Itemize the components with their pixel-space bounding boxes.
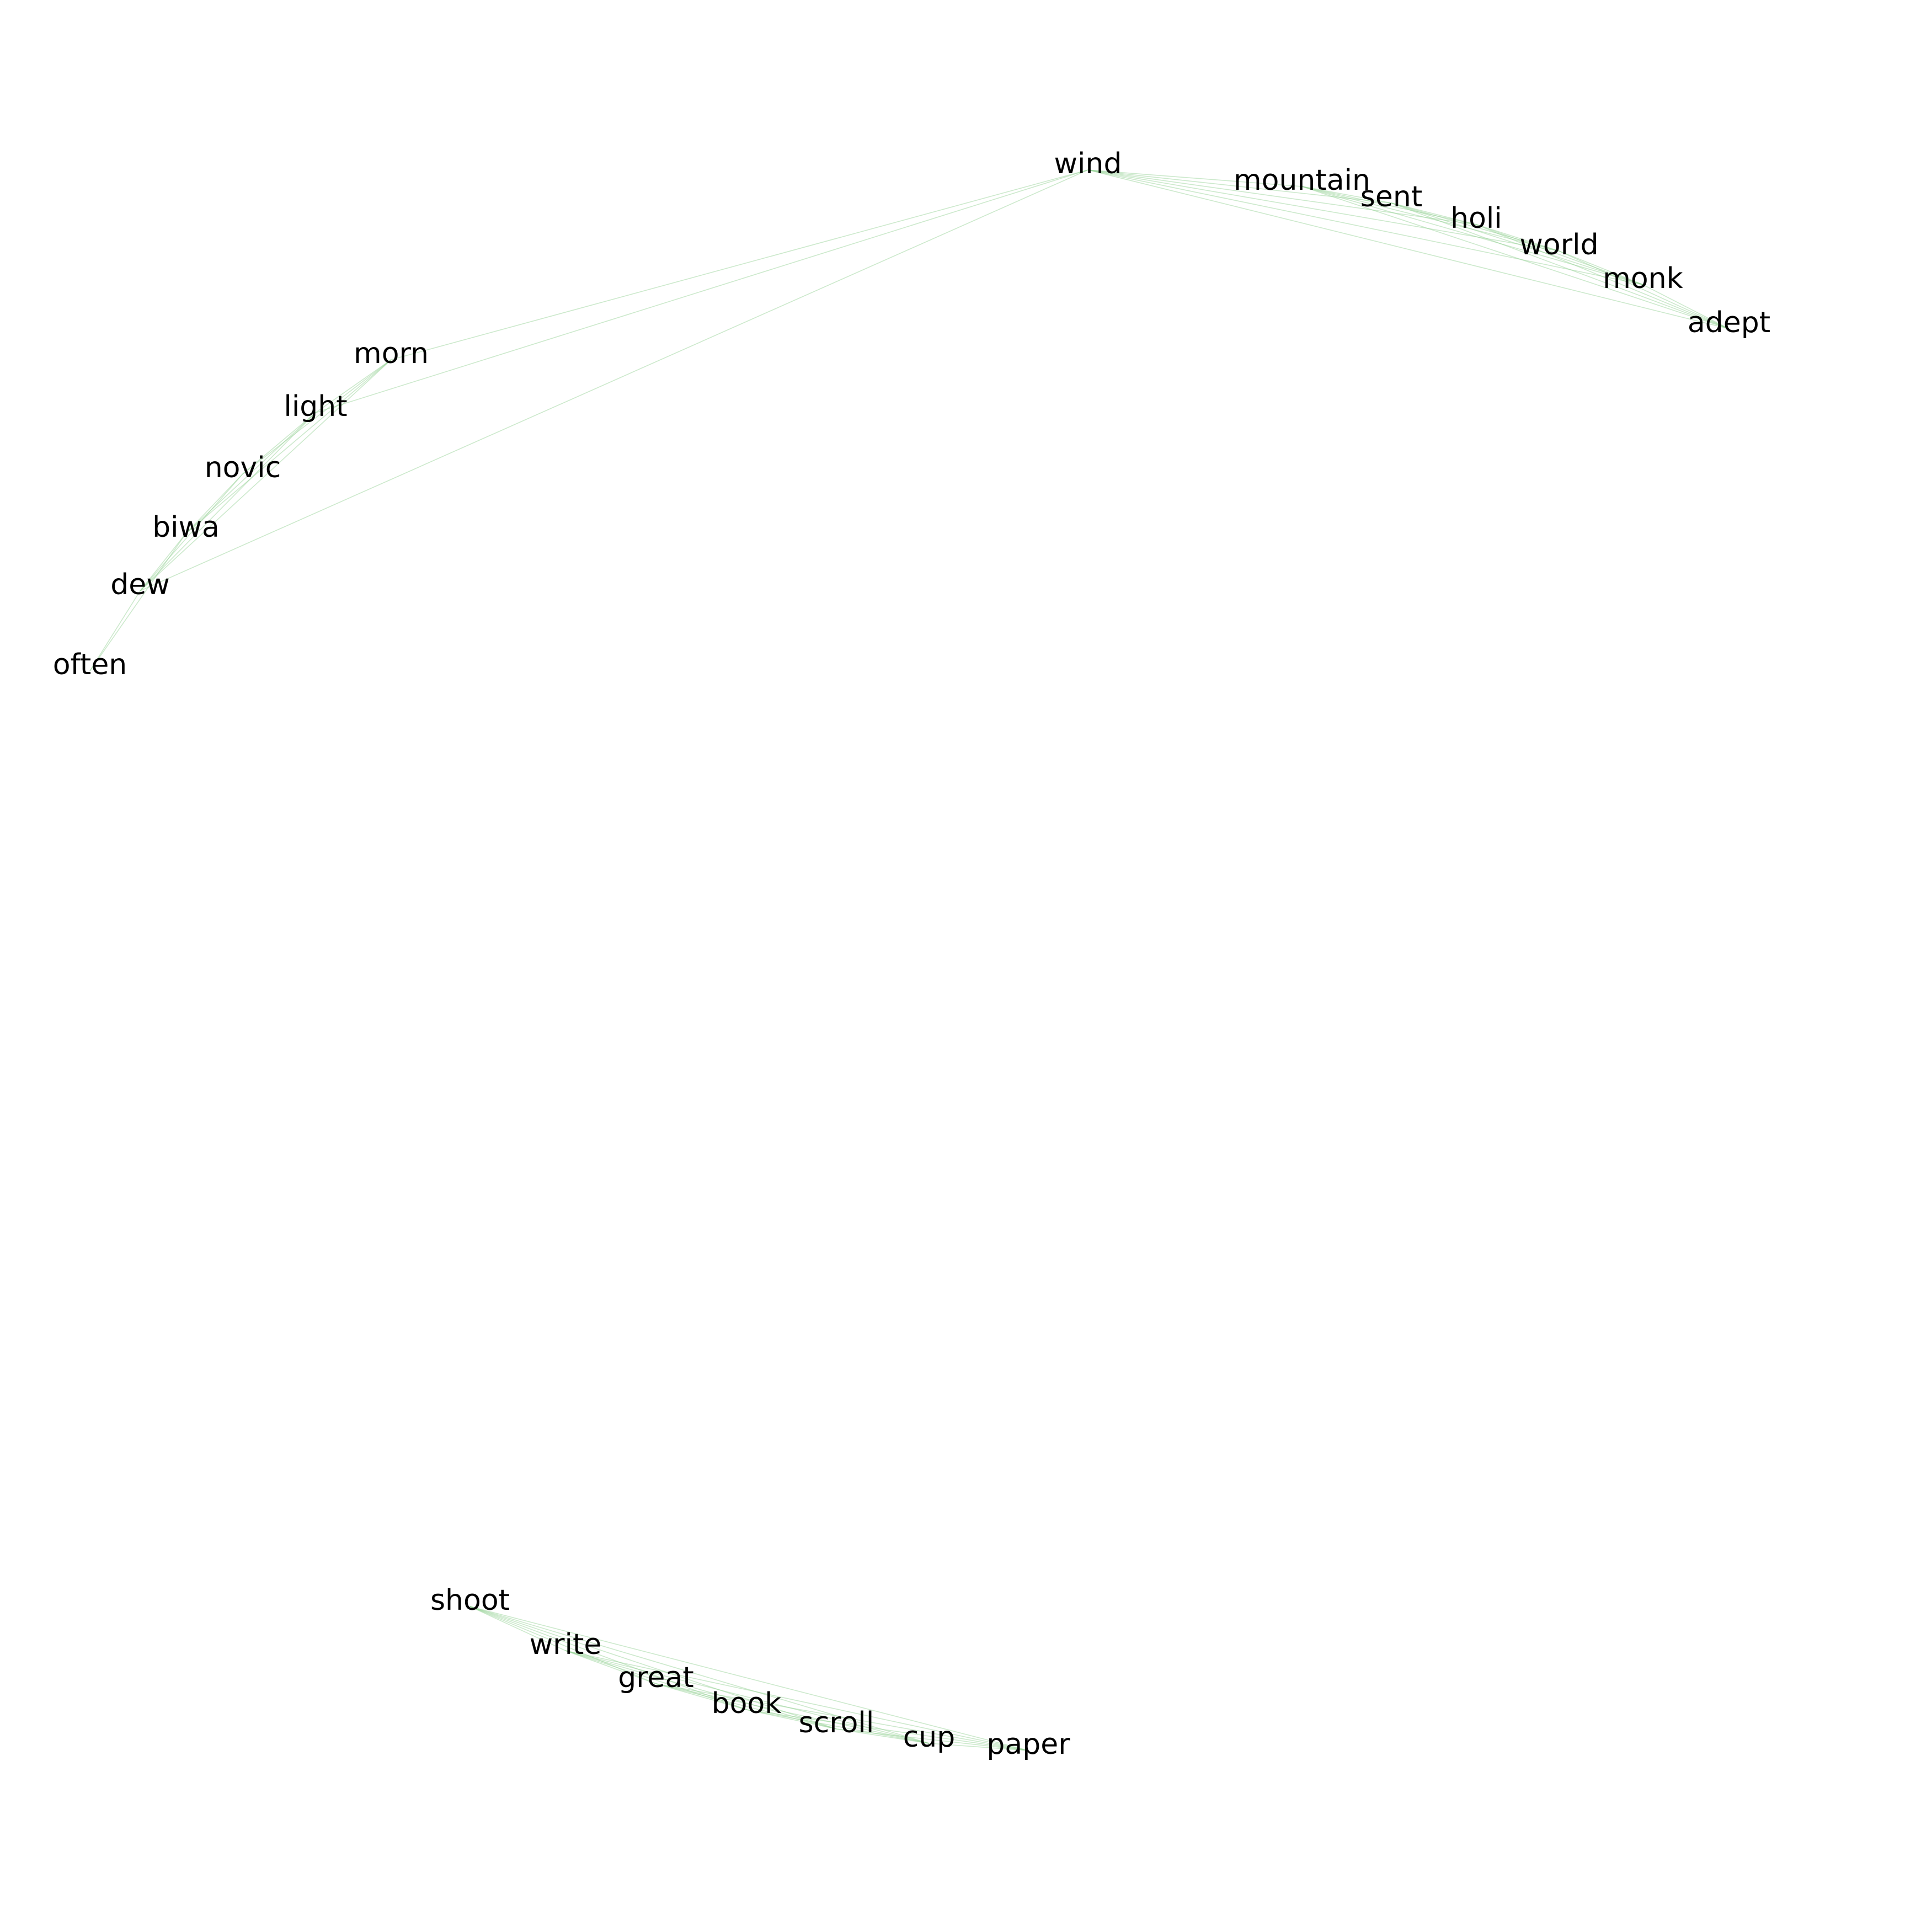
edge-light-biwa — [185, 412, 316, 534]
node-paper: paper — [986, 1728, 1070, 1761]
edge-morn-dew — [140, 359, 392, 591]
edge-great-book — [655, 1683, 747, 1710]
edge-novic-biwa — [185, 473, 243, 534]
edge-write-scroll — [565, 1650, 837, 1730]
node-write: write — [530, 1628, 602, 1661]
edge-great-scroll — [655, 1683, 837, 1730]
edge-holi-monk — [1476, 224, 1643, 285]
node-wind: wind — [1054, 147, 1122, 180]
node-cup: cup — [903, 1721, 956, 1754]
edge-shoot-scroll — [469, 1606, 837, 1730]
edge-write-great — [565, 1650, 657, 1684]
edge-biwa-often — [89, 533, 186, 671]
edge-sent-holi — [1391, 202, 1477, 225]
node-monk: monk — [1603, 262, 1683, 295]
edge-wind-monk — [1087, 169, 1643, 285]
edge-holi-adept — [1476, 224, 1730, 329]
edge-layer — [89, 169, 1730, 1751]
node-holi: holi — [1450, 202, 1502, 235]
edge-morn-novic — [242, 359, 392, 474]
node-mountain: mountain — [1234, 164, 1370, 197]
node-world: world — [1519, 228, 1598, 261]
node-great: great — [618, 1661, 694, 1694]
edge-wind-world — [1087, 169, 1560, 252]
edge-scroll-paper — [836, 1728, 1029, 1751]
edge-shoot-paper — [469, 1606, 1029, 1751]
edge-monk-adept — [1642, 284, 1730, 329]
edge-write-cup — [565, 1650, 930, 1744]
edge-book-scroll — [746, 1709, 837, 1730]
edge-wind-light — [315, 169, 1088, 413]
edge-shoot-book — [469, 1606, 747, 1710]
edge-sent-world — [1391, 202, 1560, 252]
edge-write-paper — [565, 1650, 1029, 1751]
edge-light-novic — [242, 412, 316, 474]
node-layer: wind mountain sent holi world monk adept… — [53, 147, 1770, 1761]
edge-world-adept — [1559, 250, 1730, 329]
edge-mountain-world — [1301, 186, 1560, 252]
edge-wind-morn — [391, 169, 1088, 360]
edge-sent-monk — [1391, 202, 1643, 285]
edge-great-cup — [655, 1683, 930, 1744]
edge-holi-world — [1476, 224, 1560, 252]
edge-sent-adept — [1391, 202, 1730, 329]
edge-scroll-cup — [836, 1728, 930, 1744]
edge-mountain-monk — [1301, 186, 1643, 285]
edge-wind-dew — [140, 169, 1088, 591]
edge-shoot-cup — [469, 1606, 930, 1744]
node-book: book — [712, 1687, 782, 1720]
edge-write-book — [565, 1650, 747, 1710]
edge-world-monk — [1559, 250, 1643, 285]
edge-wind-adept — [1087, 169, 1730, 329]
edge-light-dew — [140, 412, 316, 591]
edge-wind-sent — [1087, 169, 1392, 204]
edge-book-paper — [746, 1709, 1029, 1751]
node-shoot: shoot — [430, 1584, 510, 1617]
edge-dew-often — [89, 590, 141, 671]
edge-mountain-sent — [1301, 186, 1392, 204]
edge-cup-paper — [928, 1743, 1029, 1751]
edge-shoot-great — [469, 1606, 657, 1684]
node-sent: sent — [1360, 180, 1422, 214]
node-light: light — [284, 390, 347, 423]
edge-wind-holi — [1087, 169, 1477, 225]
node-morn: morn — [354, 337, 429, 370]
edge-wind-mountain — [1087, 169, 1303, 187]
edge-great-paper — [655, 1683, 1029, 1751]
edge-morn-light — [315, 359, 392, 413]
node-novic: novic — [205, 451, 281, 484]
edge-shoot-write — [469, 1606, 566, 1651]
edge-mountain-holi — [1301, 186, 1477, 225]
edge-biwa-dew — [140, 533, 186, 591]
node-scroll: scroll — [799, 1706, 874, 1739]
node-adept: adept — [1688, 306, 1770, 339]
edge-novic-dew — [140, 473, 243, 591]
node-often: often — [53, 648, 127, 681]
edge-mountain-adept — [1301, 186, 1730, 329]
edge-book-cup — [746, 1709, 930, 1744]
node-biwa: biwa — [152, 511, 220, 544]
edge-morn-biwa — [185, 359, 392, 534]
node-dew: dew — [110, 568, 170, 601]
